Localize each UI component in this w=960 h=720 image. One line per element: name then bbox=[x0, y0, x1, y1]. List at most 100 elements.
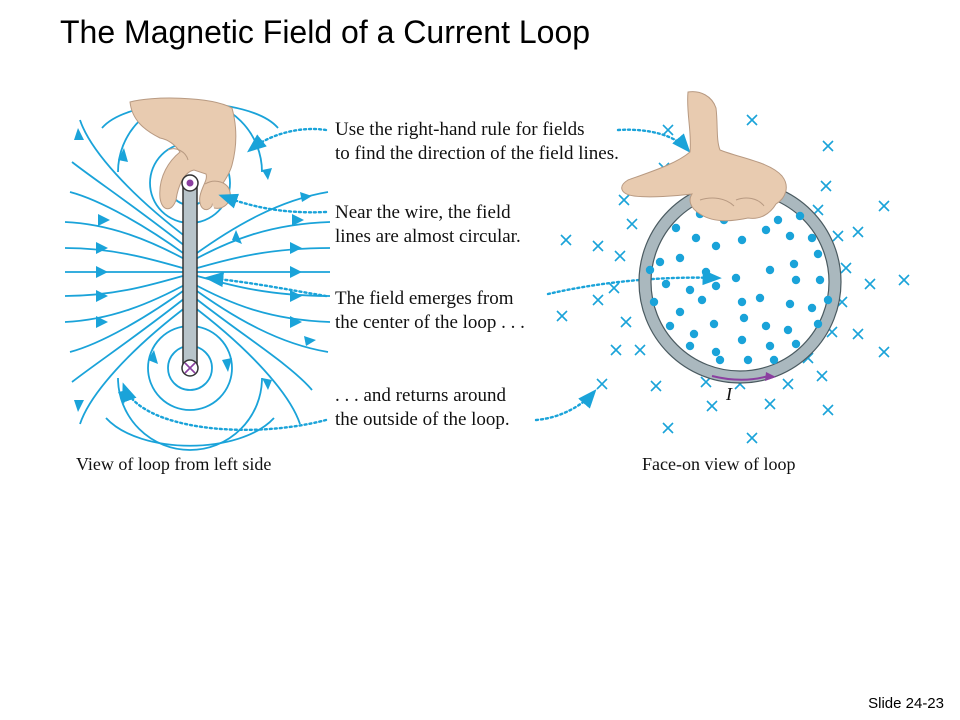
annotation-right-hand-rule: Use the right-hand rule for fields to fi… bbox=[335, 118, 619, 166]
field-into-page-cross-icon bbox=[746, 432, 758, 444]
field-out-of-page-dot-icon bbox=[691, 233, 701, 243]
field-into-page-cross-icon bbox=[556, 310, 568, 322]
field-out-of-page-dot-icon bbox=[675, 307, 685, 317]
current-arrow-bottom bbox=[711, 375, 769, 381]
field-into-page-cross-icon bbox=[878, 200, 890, 212]
field-into-page-cross-icon bbox=[820, 180, 832, 192]
current-in-cross-icon bbox=[184, 362, 196, 374]
field-out-of-page-dot-icon bbox=[689, 329, 699, 339]
field-out-of-page-dot-icon bbox=[765, 265, 775, 275]
field-out-of-page-dot-icon bbox=[701, 267, 711, 277]
field-into-page-cross-icon bbox=[662, 422, 674, 434]
slide-title: The Magnetic Field of a Current Loop bbox=[60, 14, 591, 50]
field-into-page-cross-icon bbox=[626, 218, 638, 230]
field-out-of-page-dot-icon bbox=[807, 303, 817, 313]
field-out-of-page-dot-icon bbox=[655, 257, 665, 267]
field-out-of-page-dot-icon bbox=[649, 297, 659, 307]
field-out-of-page-dot-icon bbox=[661, 279, 671, 289]
annotation-line: the outside of the loop. bbox=[335, 409, 510, 430]
annotation-line: . . . and returns around bbox=[335, 385, 506, 406]
annotation-line: The field emerges from bbox=[335, 288, 514, 309]
field-out-of-page-dot-icon bbox=[823, 295, 833, 305]
field-line bbox=[79, 119, 191, 241]
field-out-of-page-dot-icon bbox=[785, 231, 795, 241]
leader-arrows bbox=[122, 127, 722, 432]
field-out-of-page-dot-icon bbox=[813, 249, 823, 259]
field-out-of-page-dot-icon bbox=[711, 241, 721, 251]
annotation-line: Near the wire, the field bbox=[335, 202, 511, 223]
field-out-of-page-dot-icon bbox=[743, 355, 753, 365]
loop-side-view bbox=[181, 174, 199, 377]
field-into-page-cross-icon bbox=[596, 378, 608, 390]
field-out-of-page-dot-icon bbox=[709, 319, 719, 329]
slide-number: Slide 24-23 bbox=[868, 695, 944, 712]
leader-returns-left bbox=[122, 382, 328, 432]
field-into-page-cross-icon bbox=[608, 282, 620, 294]
field-out-of-page-dot-icon bbox=[785, 299, 795, 309]
face-on-crosses bbox=[556, 114, 910, 444]
field-out-of-page-dot-icon bbox=[815, 275, 825, 285]
field-out-of-page-dot-icon bbox=[791, 339, 801, 349]
leader-rhr-left bbox=[247, 127, 328, 153]
annotation-line: the center of the loop . . . bbox=[335, 312, 525, 333]
field-into-page-cross-icon bbox=[822, 140, 834, 152]
field-out-of-page-dot-icon bbox=[807, 233, 817, 243]
caption-side-view: View of loop from left side bbox=[76, 454, 272, 474]
field-out-of-page-dot-icon bbox=[665, 321, 675, 331]
field-out-of-page-dot-icon bbox=[761, 225, 771, 235]
field-out-of-page-dot-icon bbox=[739, 313, 749, 323]
caption-face-on-view: Face-on view of loop bbox=[642, 454, 796, 474]
field-out-of-page-dot-icon bbox=[731, 273, 741, 283]
field-into-page-cross-icon bbox=[706, 400, 718, 412]
annotation-line: Use the right-hand rule for fields bbox=[335, 119, 585, 140]
field-into-page-cross-icon bbox=[592, 294, 604, 306]
field-out-of-page-dot-icon bbox=[711, 347, 721, 357]
field-into-page-cross-icon bbox=[560, 234, 572, 246]
face-on-dots bbox=[645, 207, 833, 365]
field-into-page-cross-icon bbox=[764, 398, 776, 410]
field-into-page-cross-icon bbox=[852, 226, 864, 238]
field-out-of-page-dot-icon bbox=[765, 341, 775, 351]
field-out-of-page-dot-icon bbox=[761, 321, 771, 331]
leader-returns-right bbox=[534, 389, 597, 422]
field-out-of-page-dot-icon bbox=[773, 215, 783, 225]
field-out-of-page-dot-icon bbox=[645, 265, 655, 275]
field-out-of-page-dot-icon bbox=[737, 335, 747, 345]
side-view-arrowheads bbox=[74, 128, 316, 412]
field-into-page-cross-icon bbox=[864, 278, 876, 290]
field-into-page-cross-icon bbox=[650, 380, 662, 392]
field-into-page-cross-icon bbox=[878, 346, 890, 358]
current-label: I bbox=[726, 384, 732, 404]
leader-rhr-right bbox=[616, 128, 691, 153]
field-out-of-page-dot-icon bbox=[685, 341, 695, 351]
field-into-page-cross-icon bbox=[898, 274, 910, 286]
field-out-of-page-dot-icon bbox=[791, 275, 801, 285]
field-out-of-page-dot-icon bbox=[795, 211, 805, 221]
field-out-of-page-dot-icon bbox=[685, 285, 695, 295]
annotation-line: lines are almost circular. bbox=[335, 226, 521, 247]
field-line bbox=[71, 161, 191, 251]
field-into-page-cross-icon bbox=[822, 404, 834, 416]
leader-emerge-right bbox=[546, 269, 722, 296]
field-out-of-page-dot-icon bbox=[789, 259, 799, 269]
field-out-of-page-dot-icon bbox=[737, 235, 747, 245]
field-loop-bottom-3 bbox=[117, 377, 263, 451]
field-out-of-page-dot-icon bbox=[697, 295, 707, 305]
field-into-page-cross-icon bbox=[782, 378, 794, 390]
field-out-of-page-dot-icon bbox=[675, 253, 685, 263]
field-into-page-cross-icon bbox=[634, 344, 646, 356]
field-out-of-page-dot-icon bbox=[813, 319, 823, 329]
annotation-field-returns: . . . and returns around the outside of … bbox=[335, 384, 510, 432]
field-out-of-page-dot-icon bbox=[671, 223, 681, 233]
field-out-of-page-dot-icon bbox=[783, 325, 793, 335]
field-into-page-cross-icon bbox=[840, 262, 852, 274]
field-into-page-cross-icon bbox=[816, 370, 828, 382]
field-out-of-page-dot-icon bbox=[711, 281, 721, 291]
field-out-of-page-dot-icon bbox=[755, 293, 765, 303]
loop-conductor bbox=[182, 182, 198, 369]
leader-near bbox=[218, 193, 328, 214]
field-into-page-cross-icon bbox=[852, 328, 864, 340]
field-into-page-cross-icon bbox=[614, 250, 626, 262]
field-into-page-cross-icon bbox=[618, 194, 630, 206]
